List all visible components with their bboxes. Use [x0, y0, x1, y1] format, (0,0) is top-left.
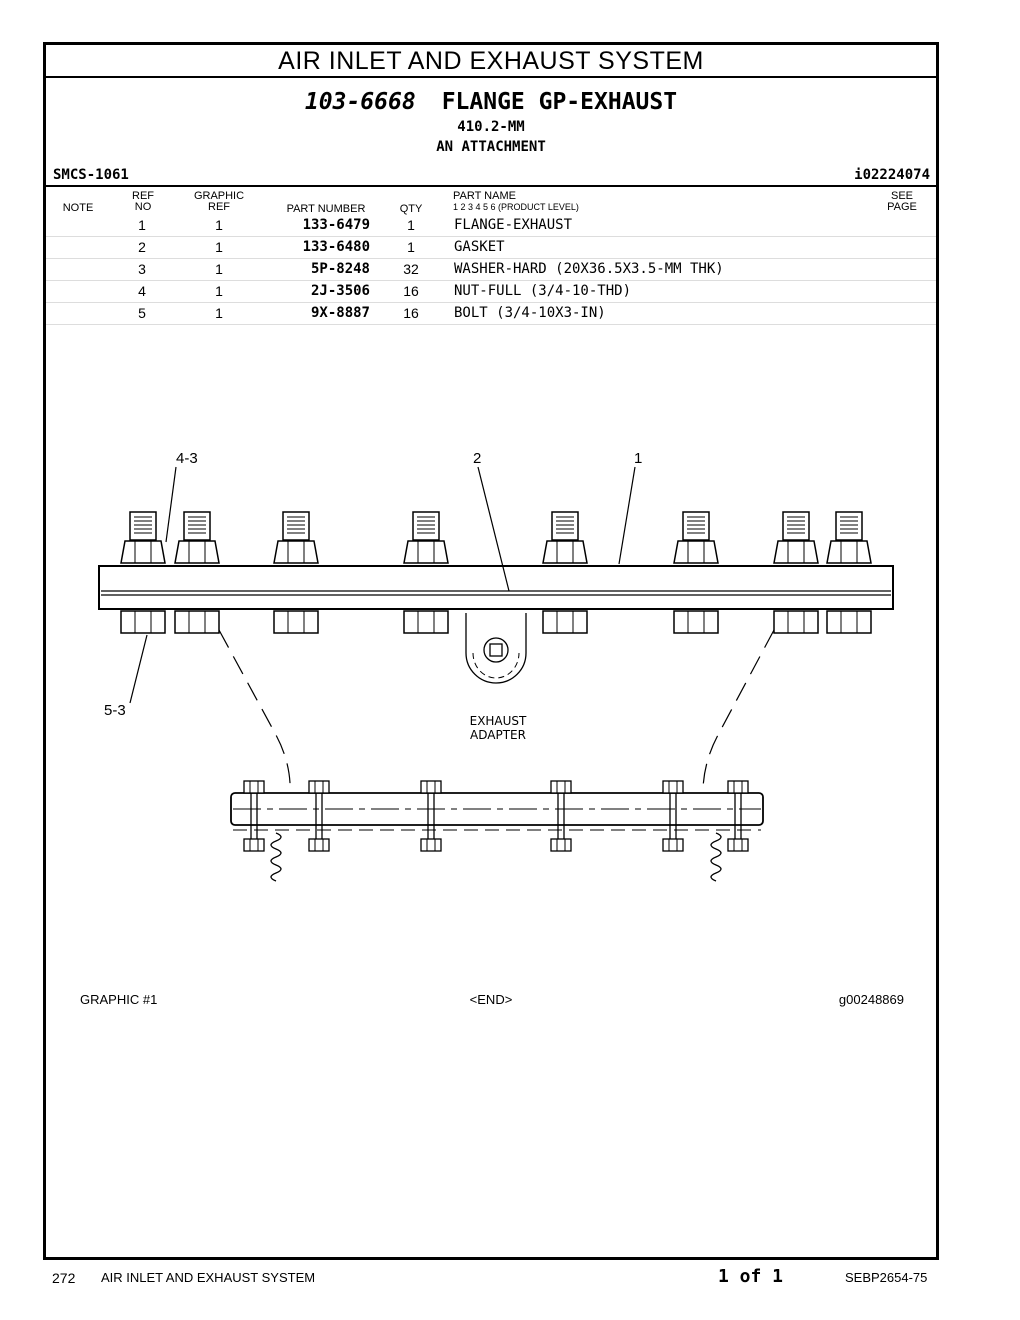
footer-section: AIR INLET AND EXHAUST SYSTEM: [101, 1270, 316, 1285]
adapter-label-2: ADAPTER: [470, 728, 526, 742]
flange-plate: [98, 565, 894, 610]
callout-5-3: 5-3: [104, 702, 126, 719]
page-frame: AIR INLET AND EXHAUST SYSTEM 103-6668 FLA…: [43, 42, 939, 1260]
graphic-label: GRAPHIC #1: [80, 992, 158, 1007]
col-qty-header: QTY: [399, 203, 423, 215]
end-marker: <END>: [469, 992, 513, 1007]
smcs-code: SMCS-1061: [53, 167, 129, 183]
group-part-number: 103-6668: [304, 89, 416, 115]
graphic-id: g00248869: [838, 992, 904, 1007]
section-title: AIR INLET AND EXHAUST SYSTEM: [46, 45, 936, 78]
callout-1: 1: [634, 450, 642, 467]
lug-tab: [465, 613, 527, 684]
bellows-right: [710, 832, 722, 882]
header-rule: [46, 185, 936, 187]
exhaust-flange-drawing: 4-3 2 1 5-3 EXHAUST ADAPTER: [98, 450, 894, 882]
adapter-label-1: EXHAUST: [470, 714, 527, 728]
part-heading: 103-6668 FLANGE GP-EXHAUST: [46, 89, 936, 115]
callout-2: 2: [473, 450, 481, 467]
nuts-bottom: [120, 610, 872, 634]
document-ident: i02224074: [854, 167, 930, 183]
group-part-title: FLANGE GP-EXHAUST: [441, 89, 678, 115]
col-note-header: NOTE: [62, 202, 94, 214]
size-label: 410.2-MM: [457, 119, 525, 135]
page-number: 272: [52, 1270, 76, 1286]
callout-4-3: 4-3: [176, 450, 198, 467]
col-part-number-header: PART NUMBER: [286, 203, 366, 215]
document-number: SEBP2654-75: [845, 1270, 928, 1285]
bellows-left: [270, 832, 282, 882]
page-of: 1 of 1: [718, 1266, 784, 1287]
subtitle-label: AN ATTACHMENT: [436, 139, 546, 155]
leader-lines: [129, 466, 636, 704]
